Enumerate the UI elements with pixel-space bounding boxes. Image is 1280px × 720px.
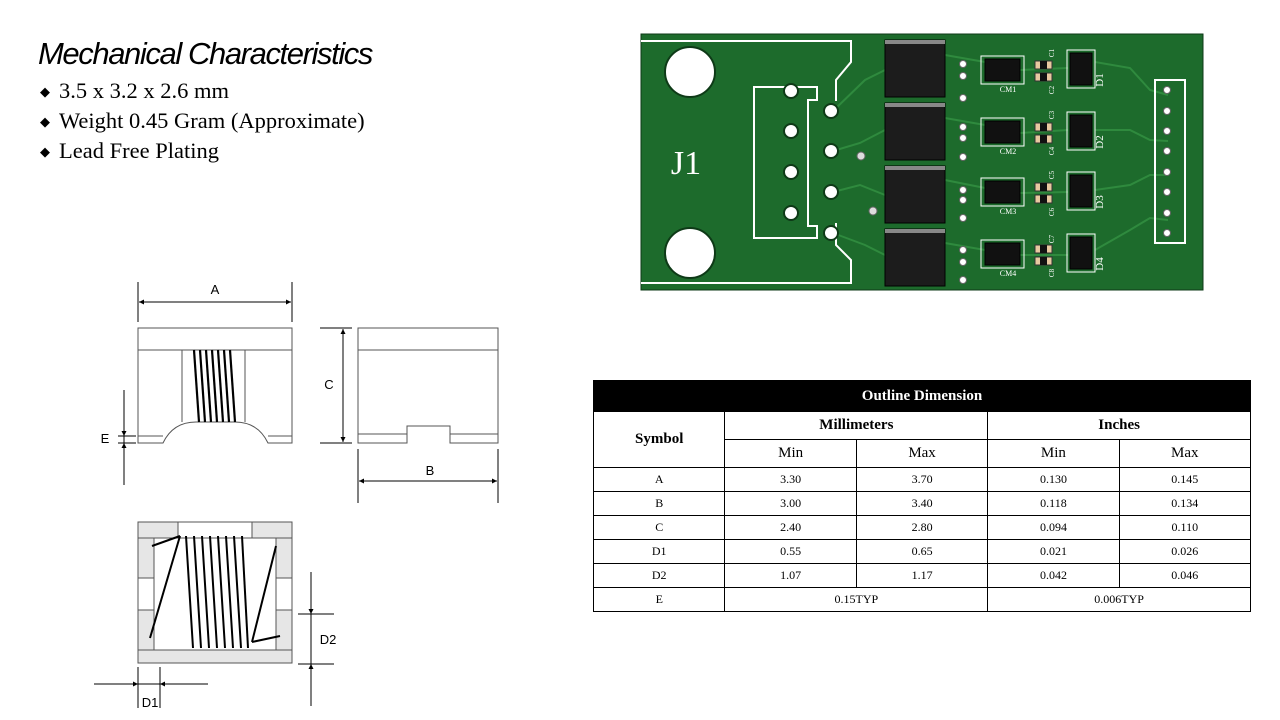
in-min-cell: 0.130: [987, 467, 1120, 492]
symbol-cell: A: [592, 467, 726, 492]
mm-min-cell: 0.55: [724, 539, 857, 564]
table-row: D1 0.55 0.65 0.021 0.026: [592, 539, 1252, 564]
pcb-cap-label: C4: [1048, 146, 1056, 155]
in-min-cell: 0.118: [987, 491, 1120, 516]
pcb-diode-label: D1: [1094, 73, 1106, 86]
mechanical-title: Mechanical Characteristics: [38, 36, 373, 71]
in-max-cell: 0.046: [1118, 563, 1252, 588]
dimension-d1: [94, 667, 208, 708]
pcb-diode-label: D2: [1094, 135, 1106, 148]
bullet-size-text: 3.5 x 3.2 x 2.6 mm: [59, 78, 230, 103]
symbol-header: Symbol: [592, 411, 726, 468]
mm-max-cell: 3.70: [855, 467, 989, 492]
pcb-choke-label: CM4: [1000, 269, 1016, 278]
table-row: C 2.40 2.80 0.094 0.110: [592, 515, 1252, 540]
dimension-c-label: C: [324, 377, 333, 392]
dimension-d1-label: D1: [142, 695, 159, 710]
pcb-choke-labels: CM1 CM2 CM3 CM4: [1000, 85, 1016, 278]
in-min-cell: 0.042: [987, 563, 1120, 588]
mm-typ-cell: 0.15TYP: [724, 587, 989, 612]
outline-table-title: Outline Dimension: [593, 380, 1251, 412]
diamond-bullet-icon: ◆: [40, 144, 50, 159]
dimension-d2: [298, 572, 334, 706]
symbol-cell: D2: [592, 563, 726, 588]
in-max-header: Max: [1118, 439, 1252, 468]
bullet-weight-text: Weight 0.45 Gram (Approximate): [59, 108, 365, 133]
bullet-plating-text: Lead Free Plating: [59, 138, 219, 163]
diamond-bullet-icon: ◆: [40, 84, 50, 99]
pcb-choke-label: CM1: [1000, 85, 1016, 94]
mm-max-cell: 1.17: [855, 563, 989, 588]
mm-max-cell: 3.40: [855, 491, 989, 516]
dimension-d2-label: D2: [320, 632, 337, 647]
pcb-diode-label: D3: [1094, 195, 1106, 209]
pcb-choke-label: CM3: [1000, 207, 1016, 216]
mm-max-header: Max: [855, 439, 989, 468]
bottom-view-drawing: [137, 521, 293, 664]
pcb-cap-label: C3: [1048, 110, 1056, 119]
pcb-cap-label: C5: [1048, 170, 1056, 179]
inches-header: Inches: [987, 411, 1251, 440]
pcb-cap-labels: C1 C2 C3 C4 C5 C6 C7 C8: [1048, 48, 1056, 277]
dimension-e-label: E: [101, 431, 110, 446]
diamond-bullet-icon: ◆: [40, 114, 50, 129]
pcb-choke-label: CM2: [1000, 147, 1016, 156]
in-typ-cell: 0.006TYP: [987, 587, 1251, 612]
in-max-cell: 0.026: [1118, 539, 1252, 564]
in-min-header: Min: [987, 439, 1120, 468]
mechanical-bullet-list: ◆ 3.5 x 3.2 x 2.6 mm ◆ Weight 0.45 Gram (A…: [40, 76, 365, 166]
dimension-a-label: A: [211, 282, 220, 297]
in-min-cell: 0.021: [987, 539, 1120, 564]
symbol-cell: E: [592, 587, 726, 612]
mm-min-cell: 1.07: [724, 563, 857, 588]
table-row: E 0.15TYP 0.006TYP: [592, 587, 1251, 612]
table-row: B 3.00 3.40 0.118 0.134: [592, 491, 1252, 516]
symbol-cell: B: [592, 491, 726, 516]
bullet-weight: ◆ Weight 0.45 Gram (Approximate): [40, 106, 365, 136]
mm-min-cell: 3.00: [724, 491, 857, 516]
pcb-cap-label: C6: [1048, 207, 1056, 216]
symbol-cell: C: [592, 515, 726, 540]
pcb-cap-label: C1: [1048, 48, 1056, 57]
pcb-board: [640, 33, 1204, 291]
dimension-b: [357, 449, 499, 503]
pcb-diode-labels: D1 D2 D3 D4: [1094, 73, 1106, 270]
mm-max-cell: 0.65: [855, 539, 989, 564]
in-min-cell: 0.094: [987, 515, 1120, 540]
mm-min-cell: 3.30: [724, 467, 857, 492]
dimension-b-label: B: [426, 463, 435, 478]
pcb-cap-label: C7: [1048, 234, 1056, 243]
table-row: A 3.30 3.70 0.130 0.145: [592, 467, 1252, 492]
in-max-cell: 0.134: [1118, 491, 1252, 516]
millimeters-header: Millimeters: [724, 411, 989, 440]
mm-min-cell: 2.40: [724, 515, 857, 540]
outline-dimension-table: Outline Dimension Symbol Millimeters Inc…: [592, 380, 1252, 612]
pcb-diode-label: D4: [1094, 257, 1106, 271]
mm-min-header: Min: [724, 439, 857, 468]
bullet-plating: ◆ Lead Free Plating: [40, 136, 365, 166]
dimension-c: [320, 327, 352, 444]
pcb-cap-label: C8: [1048, 268, 1056, 277]
dimension-e: [118, 390, 136, 485]
bullet-size: ◆ 3.5 x 3.2 x 2.6 mm: [40, 76, 365, 106]
side-view-drawing: [357, 327, 499, 444]
in-max-cell: 0.145: [1118, 467, 1252, 492]
pcb-cap-label: C2: [1048, 85, 1056, 94]
mm-max-cell: 2.80: [855, 515, 989, 540]
pcb-connector-label: J1: [671, 145, 701, 182]
in-max-cell: 0.110: [1118, 515, 1252, 540]
table-row: D2 1.07 1.17 0.042 0.046: [592, 563, 1252, 588]
dimension-a: [137, 282, 293, 322]
front-view-drawing: [137, 327, 293, 444]
symbol-cell: D1: [592, 539, 726, 564]
